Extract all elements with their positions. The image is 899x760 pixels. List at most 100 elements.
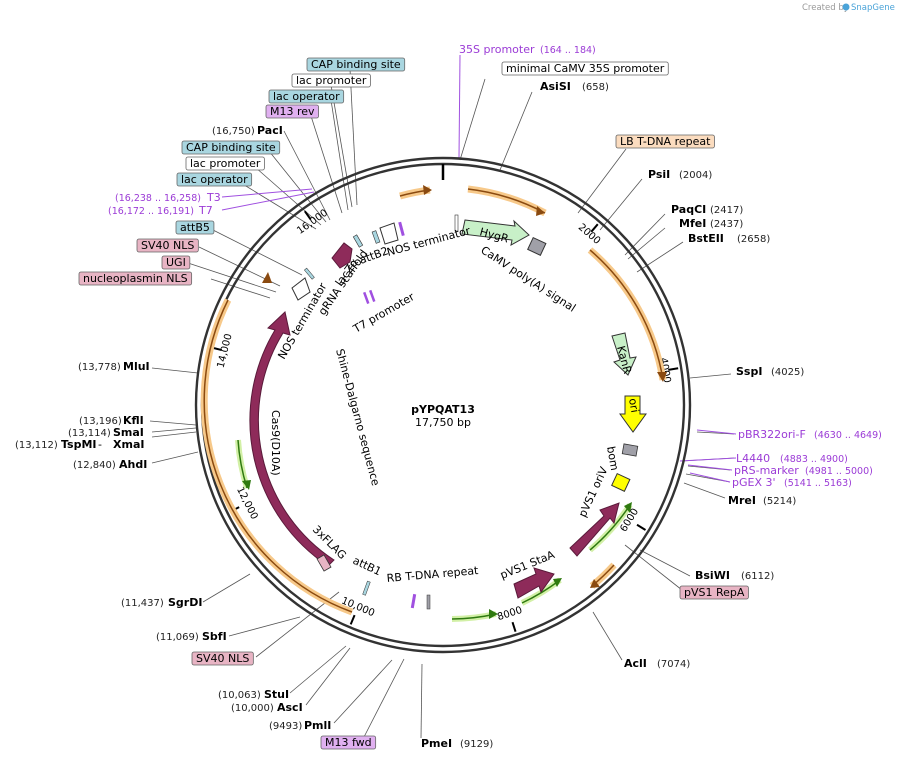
feature-box: [136, 238, 199, 253]
feature-box-label: lac operator: [273, 90, 340, 103]
site-paci: PacI: [257, 124, 283, 137]
site-mlui: MluI: [123, 360, 150, 373]
site-pmli: PmlI: [304, 719, 331, 732]
feature-box-label: CAP binding site: [311, 58, 401, 71]
3xflag-feature: [316, 554, 332, 572]
feature-box-label: attB5: [180, 221, 210, 234]
lacz-alpha-arrow: [331, 242, 353, 269]
pvs1-staa-arrow: [513, 567, 555, 599]
site-stui-pos: (10,063): [218, 690, 261, 701]
site-mfei: MfeI: [679, 217, 706, 230]
ruler-tick-label: 14,000: [216, 333, 235, 370]
feature-box-label: pVS1 RepA: [684, 586, 745, 599]
feature-box-label: M13 rev: [270, 105, 315, 118]
primer-t7: T7: [198, 204, 213, 217]
nos-terminator-left: [291, 277, 311, 301]
plasmid-length: 17,750 bp: [415, 416, 471, 429]
feature-box: [306, 57, 406, 72]
site-asci: AscI: [277, 701, 303, 714]
site-asisi-pos: (658): [582, 82, 609, 93]
site-mlui-pos: (13,778): [78, 362, 121, 373]
site-tspmi: TspMI: [61, 438, 97, 451]
ruler-tick-mark: [636, 523, 647, 531]
shine-dalgarno-label: Shine-Dalgarno sequence: [333, 347, 382, 487]
feature-box-label: SV40 NLS: [196, 652, 249, 665]
cds-features: [249, 214, 647, 610]
primer-35s: 35S promoter: [459, 43, 535, 56]
plasmid-name: pYPQAT13: [411, 403, 475, 416]
ori-label: ori: [626, 397, 641, 413]
pvs1-oriv-feature: [611, 472, 631, 492]
feature-box: [291, 73, 371, 88]
primer-t3: T3: [206, 191, 221, 204]
kanr-label: KanR: [614, 344, 634, 375]
feature-box-label: M13 fwd: [325, 736, 372, 749]
primer-prs: pRS-marker: [734, 464, 799, 477]
primer-labels: 35S promoter (164 .. 184) pBR322ori-F (4…: [108, 43, 882, 489]
feature-boxes: CAP binding site lac promoter lac operator…: [78, 57, 749, 750]
green-orf-arrows: [235, 439, 633, 622]
t7-promoter-label: T7 promoter: [350, 290, 417, 336]
site-pmei-pos: (9129): [460, 739, 493, 750]
primer-lines: [221, 54, 737, 483]
snapgene-watermark: Created by SnapGene: [802, 3, 895, 13]
site-labels: AsiSI (658) PsiI (2004) PaqCI (2417) Mfe…: [15, 80, 804, 750]
site-tspmi-pos: (13,112): [15, 440, 58, 451]
ruler-tick-mark: [349, 614, 356, 625]
site-ahdi-pos: (12,840): [73, 460, 116, 471]
site-mrei-pos: (5214): [763, 496, 796, 507]
feature-box: [320, 735, 377, 750]
site-smai-pos: (13,114): [68, 428, 111, 439]
site-paci-pos: (16,750): [212, 126, 255, 137]
feature-box: [175, 220, 215, 235]
feature-box-label: lac promoter: [190, 157, 261, 170]
site-paqci-pos: (2417): [710, 205, 743, 216]
feature-box-label: LB T-DNA repeat: [620, 135, 711, 148]
svg-text:-: -: [98, 438, 102, 451]
camv-polya-label: CaMV poly(A) signal: [478, 244, 578, 315]
feature-box-label: CAP binding site: [186, 141, 276, 154]
ruler-tick-mark: [668, 367, 679, 371]
site-kfli: KflI: [123, 414, 144, 427]
attb1-label: attB1: [351, 554, 384, 578]
feature-box: [268, 89, 345, 104]
primer-prs-pos: (4981 .. 5000): [805, 466, 873, 477]
hygr-arrow: [461, 219, 530, 246]
orf-1-head: [536, 206, 545, 216]
site-pmei: PmeI: [421, 737, 452, 750]
primer-pgex: pGEX 3': [732, 476, 776, 489]
site-psii: PsiI: [648, 168, 670, 181]
site-ahdi: AhdI: [119, 458, 147, 471]
snapgene-logo-icon: [842, 3, 850, 11]
site-smai: SmaI: [113, 426, 144, 439]
site-bsiwi: BsiWI: [695, 569, 730, 582]
site-paqci: PaqCI: [671, 203, 706, 216]
ruler-tick-label: 2000: [576, 222, 602, 247]
feature-box-label: lac promoter: [296, 74, 367, 87]
primer-l4440: L4440: [736, 452, 770, 465]
site-sgrdi: SgrDI: [168, 596, 202, 609]
primer-pgex-pos: (5141 .. 5163): [784, 478, 852, 489]
bom-feature: [621, 443, 639, 457]
site-bsteii: BstEII: [688, 232, 724, 245]
leader-lines: [149, 68, 735, 739]
rb-tdna-label: RB T-DNA repeat: [386, 564, 479, 585]
site-asci-pos: (10,000): [231, 703, 274, 714]
feature-box: [176, 172, 253, 187]
site-sbfi-pos: (11,069): [156, 632, 199, 643]
primer-35s-pos: (164 .. 184): [540, 45, 596, 56]
ruler-tick-mark: [511, 621, 517, 632]
site-kfli-pos: (13,196): [79, 416, 122, 427]
feature-box: [191, 651, 254, 666]
site-sgrdi-pos: (11,437): [121, 598, 164, 609]
site-sspi: SspI: [736, 365, 762, 378]
pvs1-repa-arrow: [569, 502, 620, 557]
site-asisi: AsiSI: [540, 80, 571, 93]
orf-arrows: [200, 185, 667, 616]
primer-pbr322-pos: (4630 .. 4649): [814, 430, 882, 441]
primer-l4440-pos: (4883 .. 4900): [780, 454, 848, 465]
feature-box: [181, 140, 281, 155]
site-pmli-pos: (9493): [269, 721, 302, 732]
cas9-label: Cas9(D10A): [269, 410, 282, 476]
feature-box: [185, 156, 265, 171]
